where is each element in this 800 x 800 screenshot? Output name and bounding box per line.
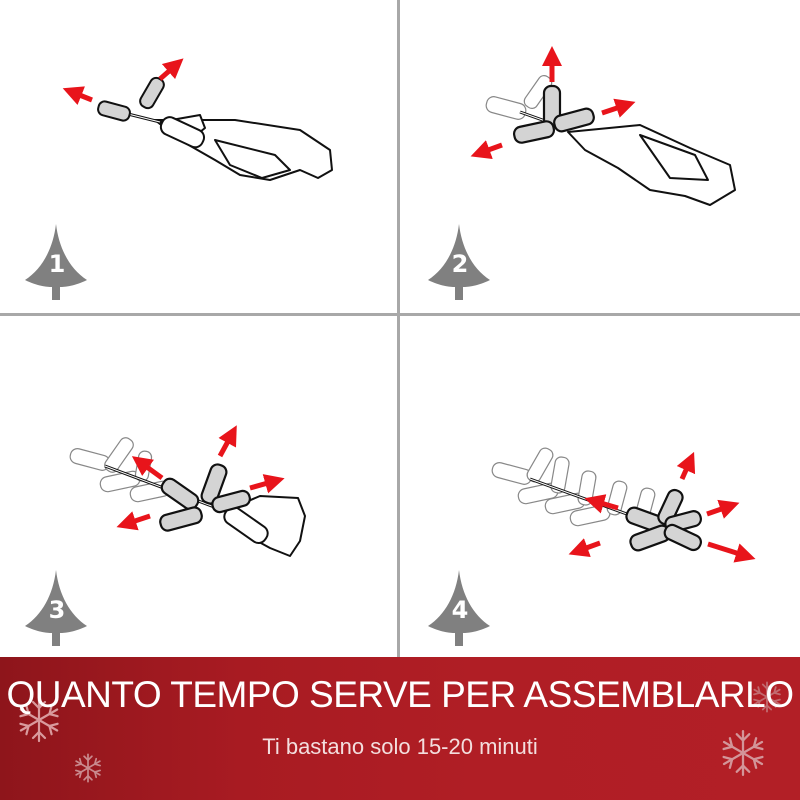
step-3-panel: 3: [0, 316, 397, 657]
tree-icon: [25, 224, 87, 300]
step-1-panel: 1: [0, 0, 397, 313]
step-number: 1: [48, 250, 66, 278]
step-number: 4: [451, 596, 469, 624]
step-4-panel: 4: [400, 316, 800, 657]
branch-illustration-step-2: [470, 46, 736, 206]
horizontal-divider: [0, 313, 800, 316]
tree-icon: [428, 570, 490, 646]
step-2-badge: 2: [428, 224, 492, 300]
assembly-time-banner: QUANTO TEMPO SERVE PER ASSEMBLARLO Ti ba…: [0, 657, 800, 800]
assembly-steps-grid: 1: [0, 0, 800, 657]
step-3-badge: 3: [25, 570, 89, 646]
branch-illustration-step-3: [69, 425, 306, 557]
step-1-badge: 1: [25, 224, 89, 300]
tree-icon: [428, 224, 490, 300]
step-4-badge: 4: [428, 570, 492, 646]
vertical-divider: [397, 0, 400, 657]
banner-title: QUANTO TEMPO SERVE PER ASSEMBLARLO: [6, 674, 794, 715]
step-2-panel: 2: [400, 0, 800, 313]
step-number: 3: [48, 596, 66, 624]
branch-illustration-step-1: [62, 58, 333, 181]
branch-illustration-step-4: [491, 447, 756, 563]
step-number: 2: [451, 250, 469, 278]
banner-subtitle: Ti bastano solo 15-20 minuti: [262, 734, 538, 759]
tree-icon: [25, 570, 87, 646]
snowflake-icon: [16, 697, 62, 743]
